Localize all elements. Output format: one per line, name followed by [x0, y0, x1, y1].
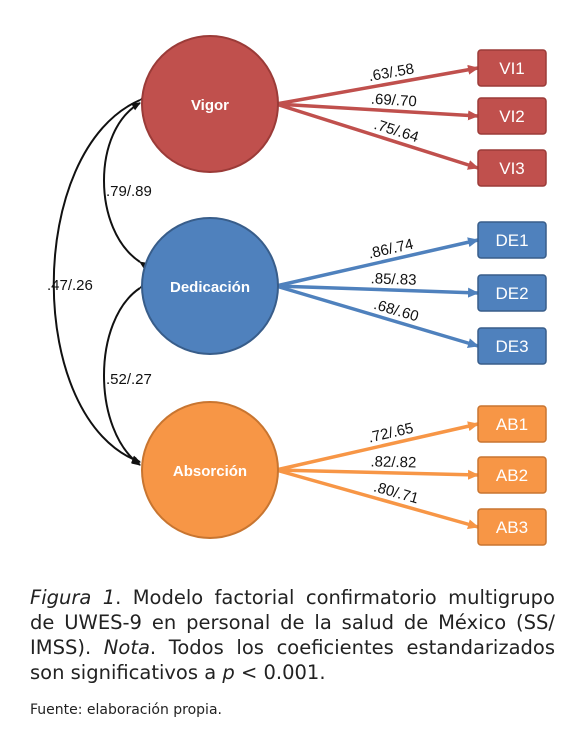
- correlation-label-vigor-dedicacion: .79/.89: [106, 183, 152, 200]
- factor-label-absorcion: Absorción: [173, 463, 247, 480]
- loading-label-VI2: .69/.70: [370, 91, 417, 111]
- caption-text-3: < 0.001.: [234, 661, 326, 684]
- factor-label-dedicacion: Dedicación: [170, 279, 250, 296]
- item-box-VI2: [477, 97, 547, 135]
- item-box-DE2: [477, 274, 547, 312]
- item-label-VI2: VI2: [499, 107, 525, 126]
- caption-figure-label: Figura 1: [30, 586, 116, 609]
- item-box-DE3: [477, 327, 547, 365]
- caption-text-1: . Modelo factorial confirmatorio multigr…: [30, 586, 555, 659]
- item-label-AB2: AB2: [496, 466, 528, 485]
- factor-node-dedicacion: [141, 217, 279, 355]
- figure-source: Fuente: elaboración propia.: [30, 702, 222, 718]
- item-label-DE2: DE2: [495, 284, 528, 303]
- item-box-AB1: [477, 405, 547, 443]
- correlation-arc-vigor-absorcion: [52, 93, 149, 463]
- loading-label-DE2: .85/.83: [370, 270, 416, 289]
- loading-label-AB2: .82/.82: [370, 453, 416, 471]
- item-box-VI3: [477, 149, 547, 187]
- item-box-DE1: [477, 221, 547, 259]
- item-label-AB1: AB1: [496, 415, 528, 434]
- item-box-AB2: [477, 456, 547, 494]
- correlation-arc-vigor-dedicacion: [103, 102, 149, 270]
- loading-arrow-AB2: [275, 468, 479, 480]
- item-label-DE3: DE3: [495, 337, 528, 356]
- caption-nota-label: Nota: [103, 636, 150, 659]
- correlation-label-dedicacion-absorcion: .52/.27: [106, 371, 152, 388]
- item-label-DE1: DE1: [495, 231, 528, 250]
- correlation-label-vigor-absorcion: .47/.26: [47, 277, 93, 294]
- item-label-VI3: VI3: [499, 159, 525, 178]
- loading-arrow-DE2: [275, 284, 479, 298]
- factor-label-vigor: Vigor: [191, 97, 229, 114]
- loading-arrow-AB1: [275, 421, 479, 472]
- item-box-VI1: [477, 49, 547, 87]
- factor-node-absorcion: [141, 401, 279, 539]
- item-label-VI1: VI1: [499, 59, 525, 78]
- correlation-arc-dedicacion-absorcion: [103, 280, 149, 466]
- caption-text-2: . Todos los coeficientes estandarizados …: [30, 636, 555, 684]
- cfa-path-diagram: .79/.89.52/.27.47/.26 .63/.58.69/.70.75/…: [47, 35, 547, 546]
- caption-p-symbol: p: [222, 661, 235, 684]
- loading-arrow-VI2: [275, 102, 479, 121]
- loading-arrow-DE1: [275, 237, 479, 288]
- figure-caption: Figura 1. Modelo factorial confirmatorio…: [30, 585, 555, 685]
- loading-arrow-DE3: [275, 284, 479, 348]
- item-label-AB3: AB3: [496, 518, 528, 537]
- item-box-AB3: [477, 508, 547, 546]
- loading-arrow-AB3: [275, 468, 479, 530]
- loading-arrow-VI1: [275, 64, 479, 106]
- loading-arrow-VI3: [275, 102, 479, 170]
- factor-node-vigor: [141, 35, 279, 173]
